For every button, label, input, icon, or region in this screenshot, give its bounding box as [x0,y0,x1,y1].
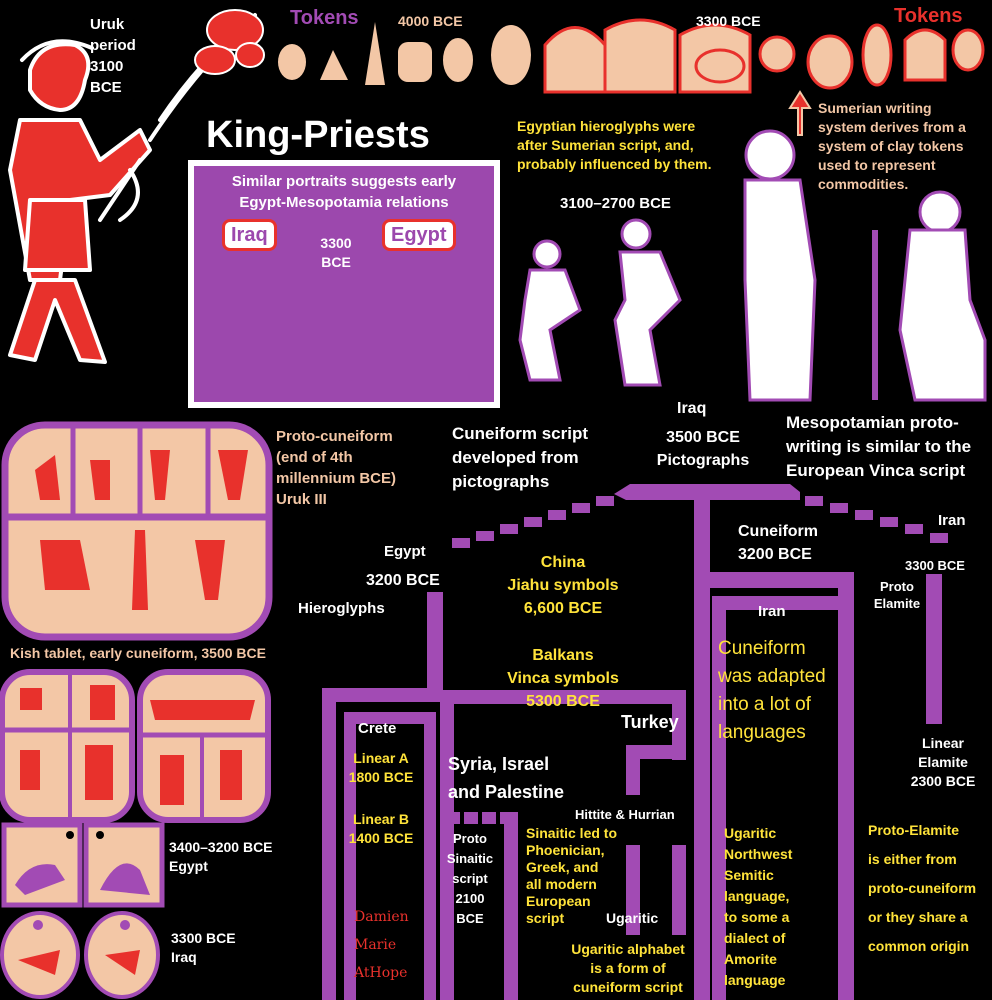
tokens-label-right: Tokens [894,5,963,27]
proto-cuneiform-note: Proto-cuneiform (end of 4th millennium B… [276,428,397,508]
tree-proto-elamite: Proto Elamite [873,579,921,611]
reed-bundle-illustration [194,9,265,75]
tree-sinaitic-note: Sinaitic led to Phoenician, Greek, and a… [526,825,618,926]
tree-china: China Jiahu symbols 6,600 BCE [507,554,619,617]
writing-tree-branches [322,484,948,1000]
priest-figures-illustration [518,129,987,402]
vinca-note: Mesopotamian proto- writing is similar t… [786,413,972,480]
tree-hittite: Hittite & Hurrian [575,807,675,822]
tree-ugaritic: Ugaritic [606,910,659,926]
tree-iran: Iran [758,603,786,620]
clay-tokens-4000 [278,22,531,85]
iraq-pictographs: 3500 BCE Pictographs [656,429,750,469]
tree-linear-elamite: Linear Elamite 2300 BCE [910,735,976,789]
tree-cuneiform: Cuneiform 3200 BCE [738,523,818,563]
tree-iran-date: 3300 BCE [905,558,965,573]
tokens-label-left: Tokens [290,7,359,29]
tree-balkans: Balkans Vinca symbols 5300 BCE [507,647,619,710]
portrait-panel [188,160,500,408]
priest-date: 3100–2700 BCE [560,195,671,212]
tree-turkey: Turkey [621,712,679,732]
tree-ugaritic-nw: Ugaritic Northwest Semitic language, to … [724,825,793,988]
egypt-hieroglyphs-note: Egyptian hieroglyphs were after Sumerian… [517,118,712,172]
tree-ugaritic-alphabet: Ugaritic alphabet is a form of cuneiform… [571,941,685,995]
tree-signature: Damien Marie AtHope [354,909,409,981]
egypt-tablets [1,822,165,908]
tokens-date-4000: 4000 BCE [398,13,463,29]
token-arrow-icon [788,90,812,136]
iraq-tablet-label: 3300 BCE Iraq [171,930,236,965]
tree-proto-sinaitic: Proto Sinaitic script 2100 BCE [446,831,494,926]
tokens-date-3300: 3300 BCE [696,13,761,29]
panel-caption: Similar portraits suggests early Egypt-M… [231,173,457,211]
tree-crete: Crete [358,720,397,737]
cuneiform-from-pictographs: Cuneiform script developed from pictogra… [452,424,589,491]
kish-tablet [0,669,271,823]
tree-egypt: Egypt [384,543,426,560]
proto-cuneiform-tablet [1,421,273,641]
tree-syria: Syria, Israel and Palestine [448,754,565,802]
dashed-roof-right [805,496,948,543]
portrait-panel-inner [194,166,494,402]
page-title: King-Priests [206,114,430,156]
egypt-tablet-label: 3400–3200 BCE Egypt [169,839,273,874]
iraq-tablets [0,911,160,999]
tree-hieroglyphs: Hieroglyphs [298,600,385,617]
kish-tablet-label: Kish tablet, early cuneiform, 3500 BCE [10,645,266,661]
tree-cuneiform-adapted: Cuneiform was adapted into a lot of lang… [718,638,826,743]
tag-egypt: Egypt [382,219,456,251]
dashed-roof-left [452,496,614,548]
clay-tokens-3300 [543,18,985,94]
tree-linear-b: Linear B 1400 BCE [348,811,414,846]
panel-date: 3300 BCE [320,235,352,270]
tree-linear-a: Linear A 1800 BCE [348,750,414,785]
tag-iraq: Iraq [222,219,277,251]
tree-iran-top: Iran [938,512,966,529]
tree-egypt-date: 3200 BCE [366,572,440,589]
uruk-period-label: Uruk period 3100 BCE [90,16,136,96]
sumerian-tokens-note: Sumerian writing system derives from a s… [818,100,966,192]
iraq-label: Iraq [677,400,707,417]
tree-proto-elamite-note: Proto-Elamite is either from proto-cunei… [868,822,977,954]
